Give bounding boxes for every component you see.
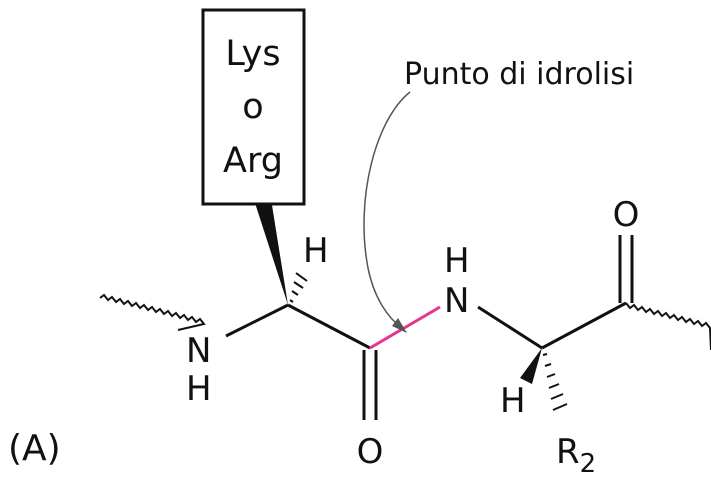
atom-n2: N	[444, 281, 469, 321]
bond-ca2-c2	[541, 301, 627, 350]
bond-ca1-c1	[287, 303, 371, 350]
wedge-bond-side-chain	[255, 199, 288, 305]
hydrolysis-arrow	[363, 91, 411, 329]
scissile-bond	[369, 305, 441, 350]
atom-o1: O	[357, 432, 384, 472]
bond-n1-ca1	[225, 303, 289, 338]
hash-bond-r2	[542, 353, 568, 411]
atom-n2-h: H	[444, 241, 470, 281]
atom-r2-subscript: 2	[580, 449, 597, 477]
atom-h-alpha1: H	[303, 231, 329, 271]
side-chain-box	[201, 8, 306, 206]
atom-r2: R2	[556, 432, 596, 477]
atom-h-alpha2: H	[500, 381, 526, 421]
bond-n2-ca2	[477, 305, 543, 350]
atom-n1: N	[186, 331, 211, 371]
hydrolysis-point-label: Punto di idrolisi	[404, 57, 634, 92]
side-chain-line-lys: Lys	[225, 34, 280, 74]
atom-r2-symbol: R	[556, 432, 580, 472]
hydrolysis-arrow-head	[392, 318, 407, 333]
side-chain-line-o: o	[242, 87, 263, 127]
wedge-bond-h2	[520, 348, 542, 384]
side-chain-line-arg: Arg	[223, 141, 283, 181]
wavy-bond-right	[625, 302, 711, 351]
wavy-bond-left	[99, 293, 206, 331]
panel-label: (A)	[8, 428, 61, 469]
atom-o2: O	[613, 195, 640, 235]
atom-n1-h: H	[186, 369, 212, 409]
hash-bond-h1	[289, 272, 308, 303]
